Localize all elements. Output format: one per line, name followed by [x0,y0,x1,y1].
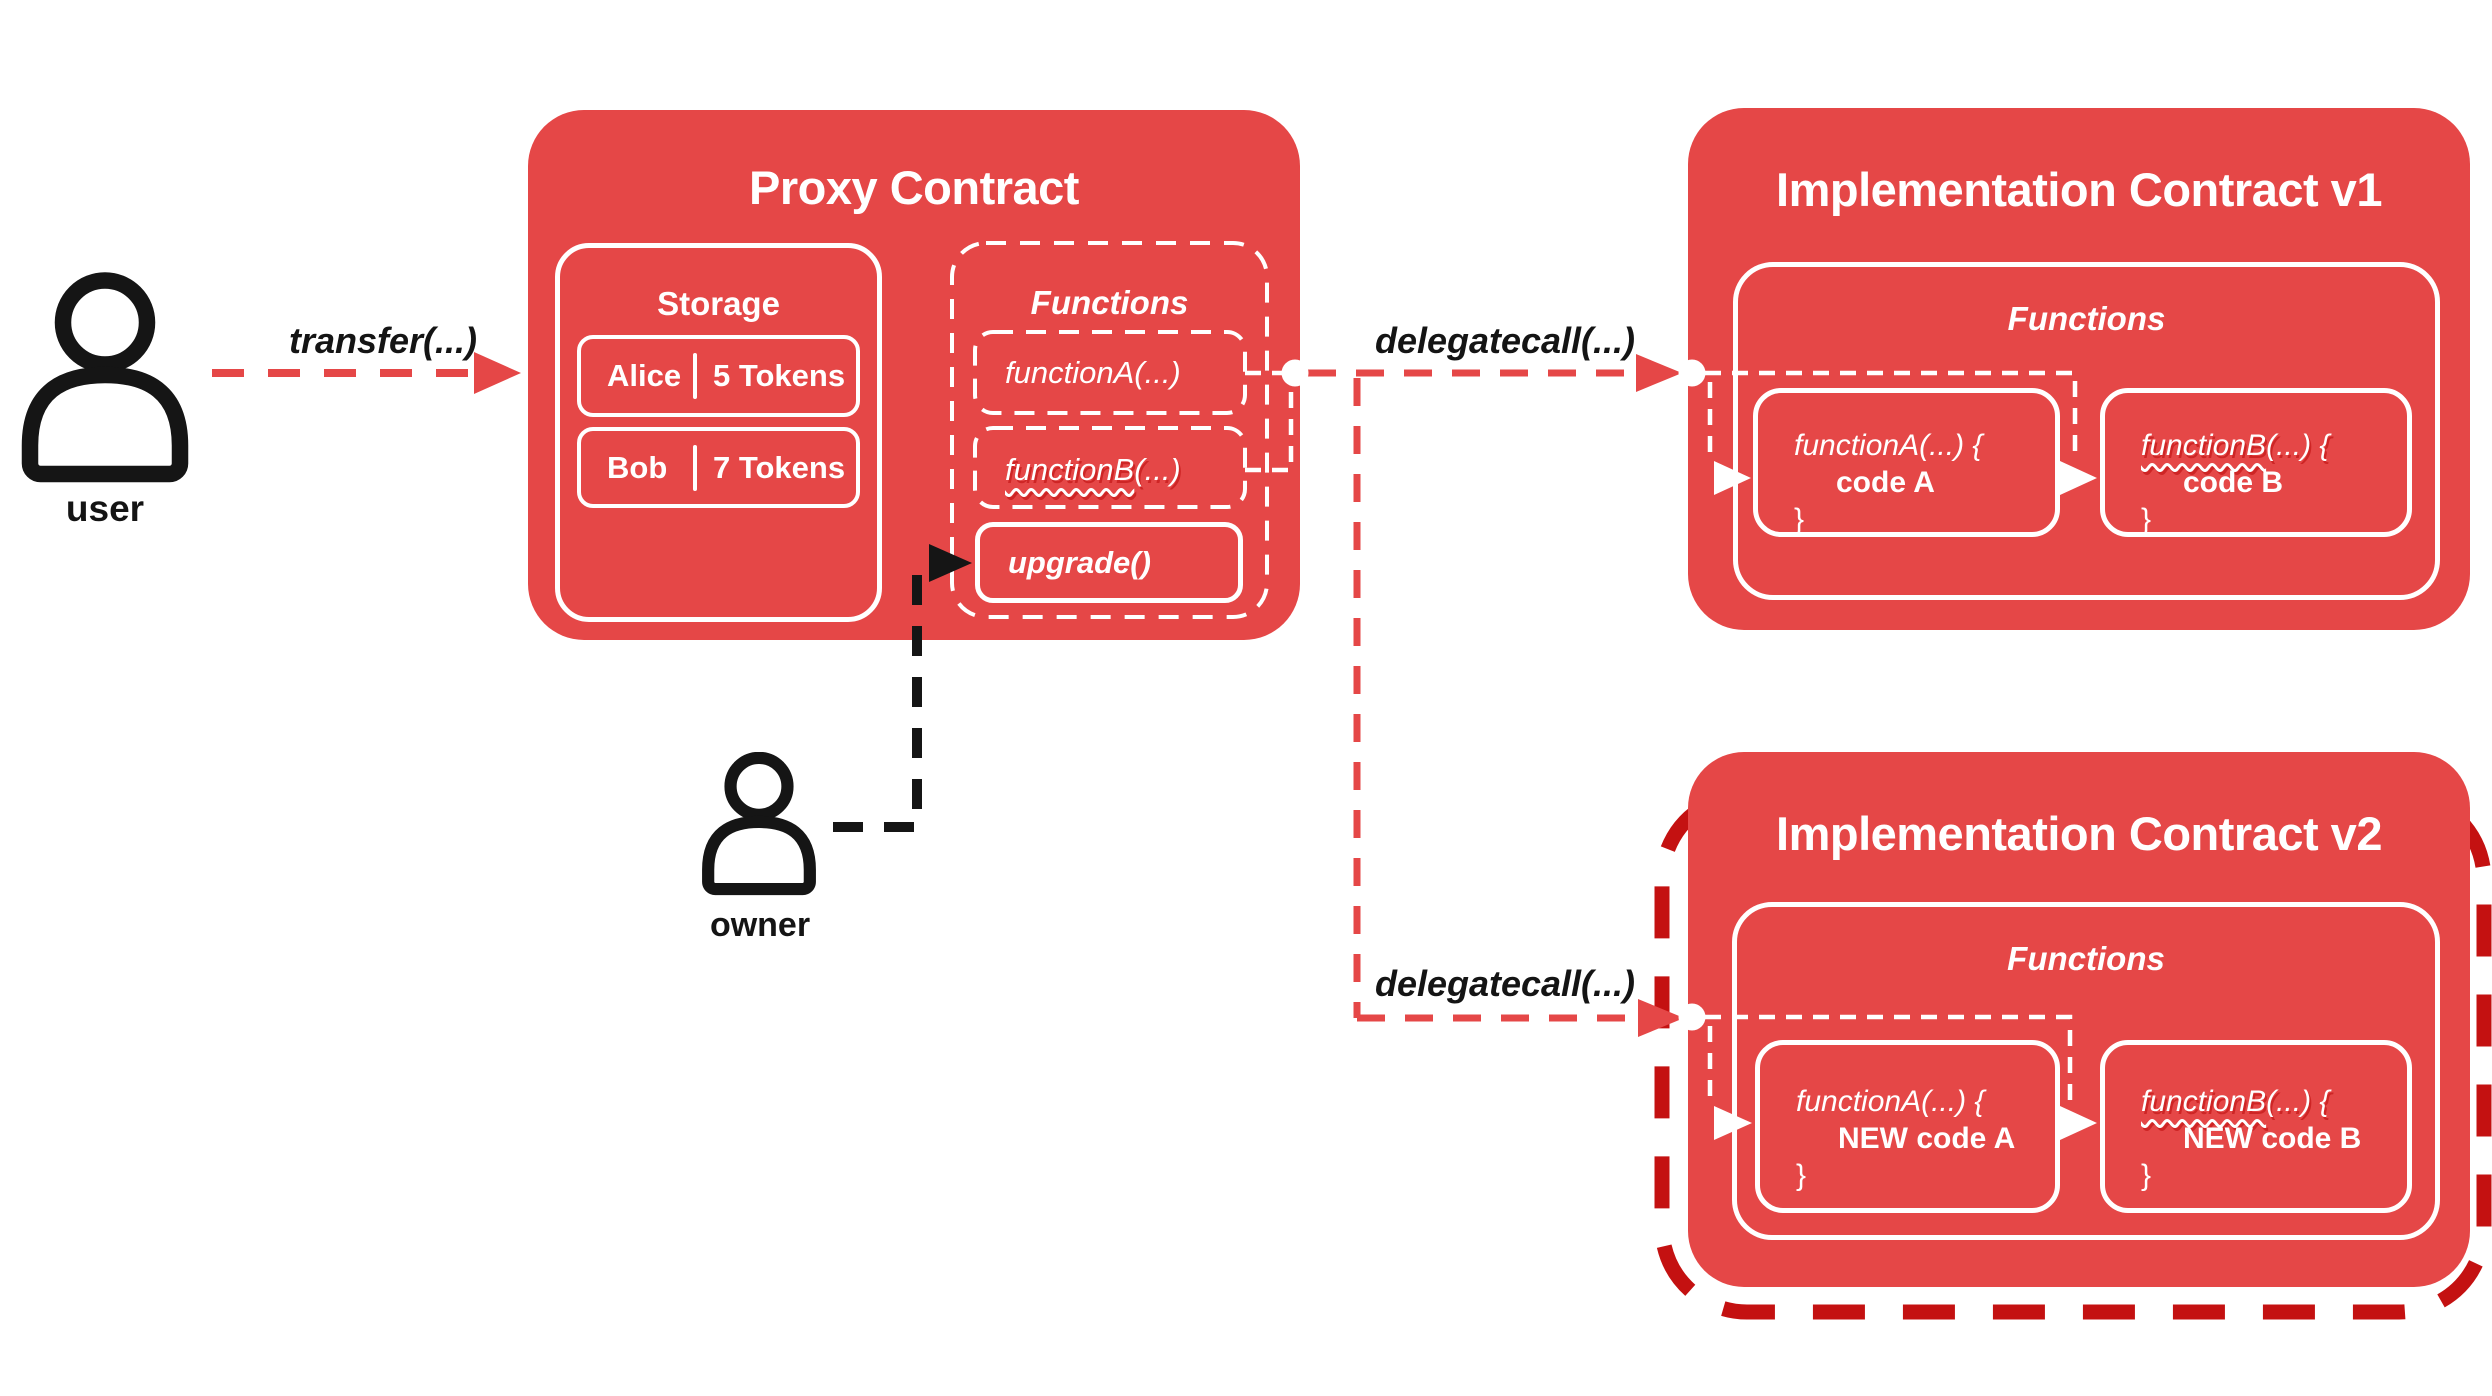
storage-row-value: 7 Tokens [713,449,846,485]
sig-name: functionA [1794,429,1920,462]
storage-box [555,243,882,622]
v1-function-a-close: } [1794,503,1805,536]
sig-rest: (...) { [1921,1085,1985,1118]
storage-row-name: Bob [607,449,668,485]
proxy-functions-title: Functions [1030,284,1189,321]
v1-functions-title: Functions [2007,300,2166,337]
transfer-edge-label: transfer(...) [288,320,478,361]
v1-function-b-box: functionB(...) { code B } [2100,388,2412,537]
function-a-args: (...) [1134,355,1181,390]
implementation-v1-box [1688,108,2470,630]
sig-name: functionB [2141,429,2267,462]
sig-rest: (...) { [2266,1085,2330,1118]
sig-rest: (...) { [1919,429,1983,462]
user-icon [15,272,195,487]
storage-row-bob: Bob 7 Tokens [577,427,860,508]
implementation-v1-title: Implementation Contract v1 [1776,163,2382,216]
storage-row-name: Alice [607,358,682,393]
v1-function-a-box: functionA(...) { code A } [1753,388,2060,537]
sig-name: functionB [2141,1085,2267,1118]
delegatecall-v1-edge-label: delegatecall(...) [1374,320,1636,361]
v2-functions-title: Functions [2007,940,2165,977]
v2-function-b-close: } [2141,1159,2152,1192]
proxy-function-a: functionA(...) [1005,355,1181,391]
upgrade-function-box: upgrade() [975,522,1243,603]
owner-icon [698,751,820,898]
proxy-contract-title: Proxy Contract [749,161,1079,214]
v2-function-a-close: } [1796,1159,1807,1192]
v2-function-a-body: NEW code A [1838,1122,2016,1155]
function-b-args: (...) [1134,452,1181,487]
implementation-v2-title: Implementation Contract v2 [1776,807,2382,860]
sig-name: functionA [1796,1085,1922,1118]
v1-function-a-signature: functionA(...) { [1794,429,2055,463]
v2-function-a-box: functionA(...) { NEW code A } [1755,1040,2060,1213]
storage-title: Storage [657,285,780,322]
storage-row-divider [693,353,697,399]
delegatecall-v2-edge-label: delegatecall(...) [1374,963,1636,1004]
v2-function-b-signature: functionB(...) { [2141,1085,2407,1119]
v1-function-a-body: code A [1836,466,1935,499]
v1-function-b-signature: functionB(...) { [2141,429,2407,463]
function-b-name: functionB [1005,452,1135,487]
sig-rest: (...) { [2266,429,2330,462]
v2-function-b-box: functionB(...) { NEW code B } [2100,1040,2412,1213]
proxy-function-b: functionB(...) [1005,452,1181,488]
storage-row-divider [693,444,697,491]
delegatecall-v2-arrow [1353,378,1684,1037]
storage-row-alice: Alice 5 Tokens [577,335,860,417]
v1-function-b-close: } [2141,503,2152,536]
v2-function-b-body: NEW code B [2183,1122,2362,1155]
owner-label: owner [709,906,811,944]
storage-row-value: 5 Tokens [713,358,846,393]
function-a-name: functionA [1005,355,1135,390]
v1-function-b-body: code B [2183,466,2284,499]
user-label: user [65,488,145,529]
upgrade-label: upgrade() [1008,544,1151,580]
v2-function-a-signature: functionA(...) { [1796,1085,2055,1119]
